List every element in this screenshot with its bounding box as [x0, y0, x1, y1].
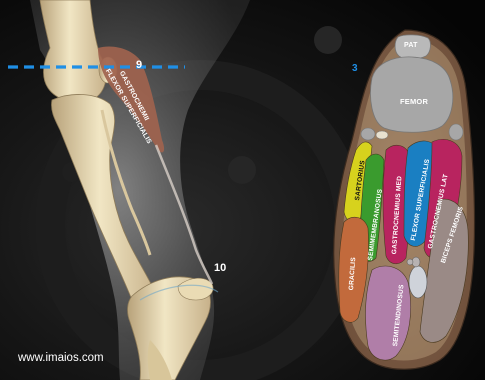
section-vessel: [407, 259, 413, 265]
section-condyle: [449, 124, 463, 140]
pat-label: PAT: [404, 42, 418, 49]
section-femur: [371, 57, 453, 132]
section-condyle: [361, 128, 375, 140]
section-fabella: [376, 131, 388, 139]
femor-label: FEMOR: [400, 97, 428, 106]
section-vessel: [409, 266, 427, 298]
watermark: www.imaios.com: [18, 352, 104, 364]
section-level-10-label: 10: [214, 262, 226, 274]
bg-dot: [228, 156, 256, 184]
section-level-3-label: 3: [352, 63, 358, 74]
bg-dot: [314, 26, 342, 54]
section-level-9-label: 9: [136, 59, 142, 71]
